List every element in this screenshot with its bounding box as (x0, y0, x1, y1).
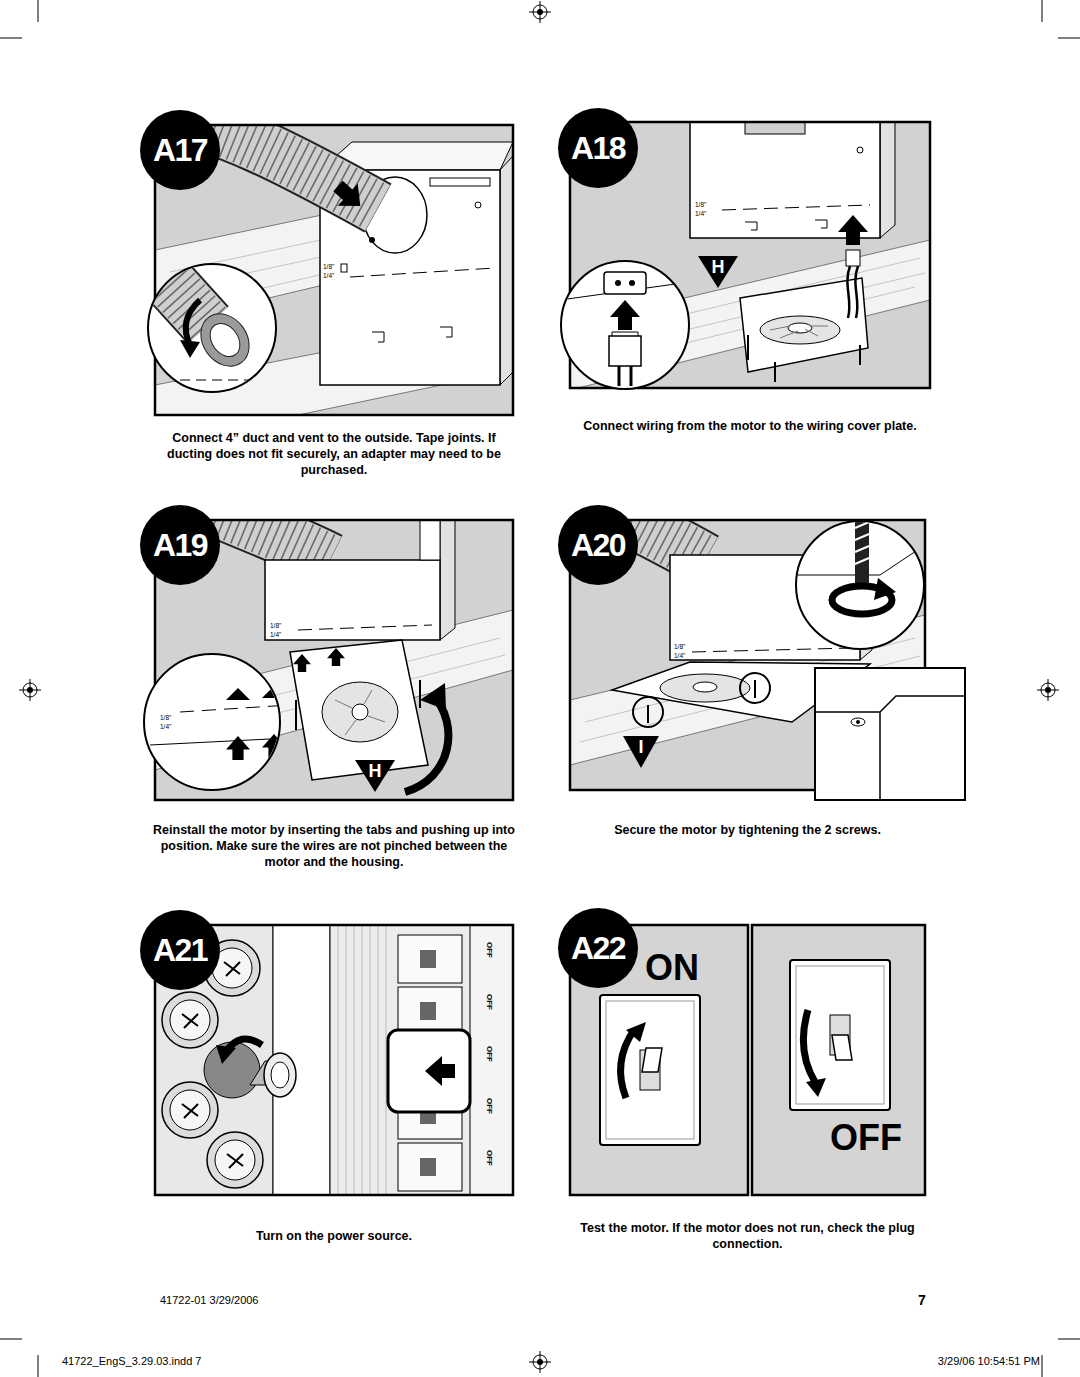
callout-triangle: I (623, 736, 659, 768)
scale-mark: 1/8" (160, 714, 171, 722)
step-badge: A20 (558, 505, 638, 585)
callout-letter: H (369, 761, 382, 781)
step-caption: Connect wiring from the motor to the wir… (570, 418, 930, 434)
step-caption: Test the motor. If the motor does not ru… (555, 1220, 940, 1252)
badge-text-block: H (369, 761, 382, 781)
breaker-label: OFF (485, 994, 494, 1010)
callout-letter: H (712, 257, 725, 277)
scale-mark: 1/4" (160, 723, 171, 731)
scale-mark: 1/4" (674, 652, 685, 660)
scale-mark: 1/8" (695, 201, 706, 209)
callout-triangle: H (355, 760, 395, 792)
step-caption: Turn on the power source. (155, 1228, 513, 1244)
switch-label: ON (645, 948, 699, 988)
breaker-label: OFF (485, 942, 494, 958)
switch-label: OFF (830, 1118, 902, 1158)
page-number: 7 (918, 1292, 926, 1308)
breaker-label: OFF (485, 1150, 494, 1166)
badge-text-block: A22 (571, 930, 625, 966)
step-number: A20 (571, 527, 625, 563)
badge-text-block: A17 (153, 132, 207, 168)
badge-text-block: A18 (571, 130, 625, 166)
scale-mark: 1/4" (323, 272, 334, 280)
callout-letter: I (638, 737, 643, 757)
step-caption: Connect 4” duct and vent to the outside.… (155, 430, 513, 478)
badge-text-block: A20 (571, 527, 625, 563)
step-badge: A19 (140, 505, 220, 585)
badge-text-block: A19 (153, 527, 207, 563)
callout-triangle: H (698, 256, 738, 288)
badge-text-block: I (638, 737, 643, 757)
step-caption: Reinstall the motor by inserting the tab… (148, 822, 520, 870)
scale-mark: 1/4" (270, 631, 281, 639)
badge-text-block: A21 (153, 932, 207, 968)
footer-text: 3/29/06 10:54:51 PM (880, 1355, 1040, 1368)
step-number: A19 (153, 527, 207, 563)
scale-mark: 1/8" (674, 643, 685, 651)
footer-text: 41722-01 3/29/2006 (160, 1294, 258, 1307)
step-number: A17 (153, 132, 207, 168)
footer-text: 41722_EngS_3.29.03.indd 7 (62, 1355, 201, 1368)
scale-mark: 1/8" (323, 263, 334, 271)
badge-text-block: H (712, 257, 725, 277)
step-number: A18 (571, 130, 625, 166)
step-badge: A21 (140, 910, 220, 990)
step-caption: Secure the motor by tightening the 2 scr… (570, 822, 925, 838)
scale-mark: 1/4" (695, 210, 706, 218)
breaker-label: OFF (485, 1046, 494, 1062)
step-badge: A22 (558, 908, 638, 988)
step-number: A22 (571, 930, 625, 966)
scale-mark: 1/8" (270, 622, 281, 630)
step-badge: A17 (140, 110, 220, 190)
step-number: A21 (153, 932, 207, 968)
breaker-label: OFF (485, 1098, 494, 1114)
step-badge: A18 (558, 108, 638, 188)
